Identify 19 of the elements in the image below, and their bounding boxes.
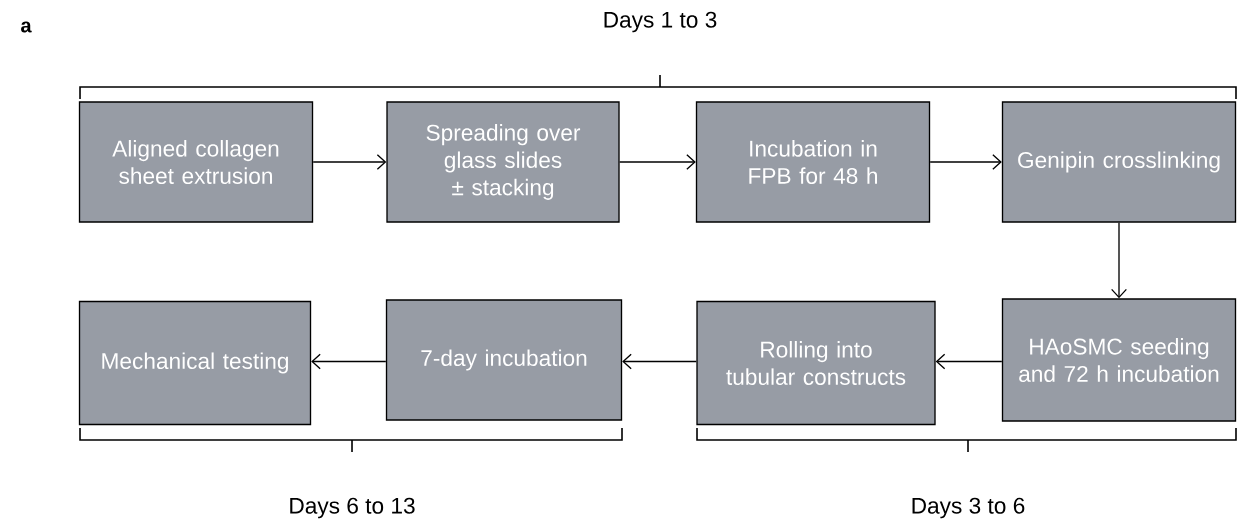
process-box: Rolling into tubular constructs bbox=[696, 300, 936, 426]
process-box: Genipin crosslinking bbox=[1001, 101, 1237, 223]
arrow bbox=[311, 353, 387, 370]
arrow bbox=[312, 154, 387, 170]
arrow bbox=[929, 154, 1002, 170]
process-box: Incubation in FPB for 48 h bbox=[695, 101, 931, 223]
duration-label: Days 6 to 13 bbox=[290, 497, 415, 519]
process-box: Aligned collagen sheet extrusion bbox=[78, 101, 314, 223]
arrow bbox=[619, 154, 696, 170]
arrow bbox=[1111, 222, 1127, 299]
duration-label: Days 3 to 6 bbox=[912, 497, 1025, 519]
arrow bbox=[622, 353, 697, 370]
duration-label: Days 1 to 3 bbox=[604, 11, 717, 33]
process-box: Spreading over glass slides ± stacking bbox=[386, 101, 620, 223]
process-box: HAoSMC seeding and 72 h incubation bbox=[1001, 298, 1237, 422]
arrow bbox=[935, 353, 1003, 370]
process-box: 7-day incubation bbox=[385, 299, 623, 421]
panel-letter: a bbox=[21, 21, 32, 33]
process-box: Mechanical testing bbox=[78, 300, 312, 426]
